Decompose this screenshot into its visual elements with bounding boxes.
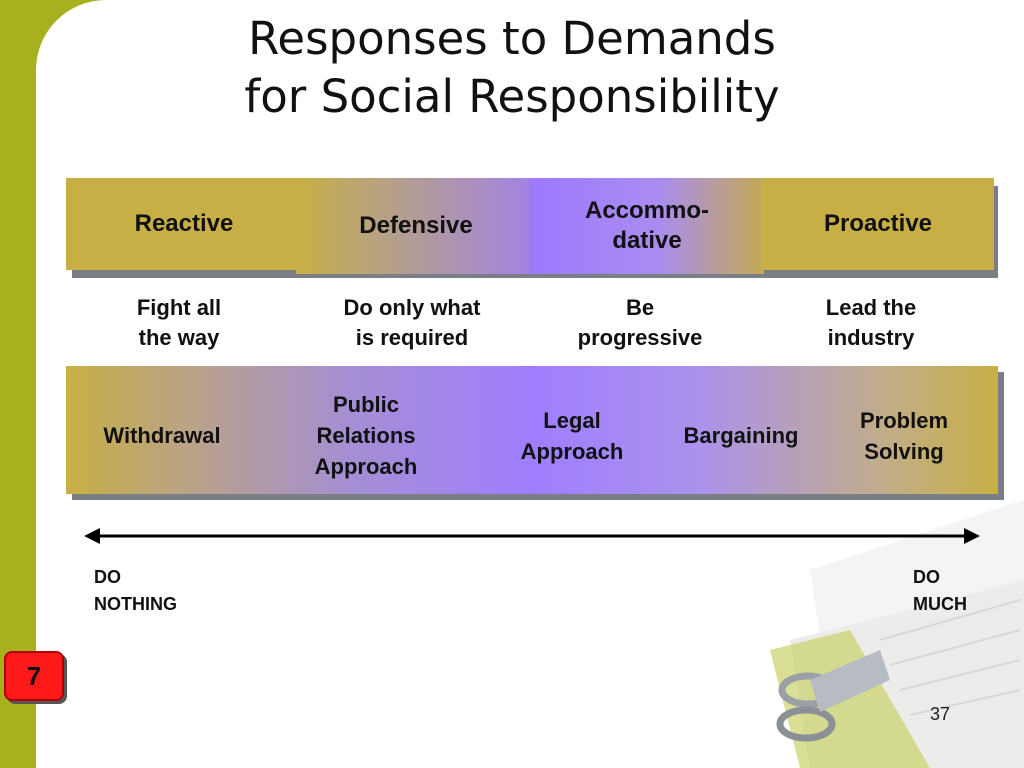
strategy-proactive: Proactive <box>762 178 994 270</box>
approach-legal: Legal Approach <box>502 405 642 467</box>
slide-title: Responses to Demands for Social Responsi… <box>0 10 1024 126</box>
approach-legal-line-1: Legal <box>543 408 601 433</box>
response-reactive-line-2: the way <box>138 325 220 350</box>
response-proactive-line-2: industry <box>827 325 915 350</box>
response-reactive-line-1: Fight all <box>136 295 222 320</box>
strategy-defensive: Defensive <box>296 178 536 274</box>
strategy-accommodative-line-2: dative <box>612 227 682 254</box>
title-line-1: Responses to Demands <box>248 12 776 65</box>
arrow-right-head-icon <box>964 528 980 544</box>
scale-right-line-2: MUCH <box>913 594 967 614</box>
strategy-proactive-label: Proactive <box>823 210 933 237</box>
strategy-defensive-label: Defensive <box>359 212 473 239</box>
scale-left-label: DO NOTHING <box>94 564 177 618</box>
approach-bargaining: Bargaining <box>666 420 816 451</box>
response-proactive: Lead the industry <box>771 293 971 353</box>
strategy-reactive-label: Reactive <box>134 210 234 237</box>
scale-right-line-1: DO <box>913 567 940 587</box>
strategy-accommodative: Accommo- dative <box>530 178 764 274</box>
response-reactive: Fight all the way <box>79 293 279 353</box>
scale-arrow <box>84 528 980 544</box>
response-accommodative-line-2: progressive <box>577 325 703 350</box>
arrow-left-head-icon <box>84 528 100 544</box>
approach-withdrawal: Withdrawal <box>82 420 242 451</box>
response-defensive-line-2: is required <box>355 325 469 350</box>
paper-clip-illustration <box>770 500 1024 768</box>
approach-problem-solving-line-1: Problem <box>859 408 949 433</box>
page-number: 37 <box>930 704 951 724</box>
strategy-reactive: Reactive <box>66 178 302 270</box>
approach-bargaining-line-1: Bargaining <box>683 423 799 448</box>
approach-public-relations: Public Relations Approach <box>296 389 436 482</box>
scale-left-line-1: DO <box>94 567 121 587</box>
scale-right-label: DO MUCH <box>913 564 967 618</box>
title-line-2: for Social Responsibility <box>244 70 780 123</box>
strategy-bar: Reactive Defensive Accommo- dative Proac… <box>66 178 998 278</box>
response-defensive-line-1: Do only what <box>343 295 481 320</box>
chapter-badge-number: 7 <box>26 660 42 691</box>
approach-public-relations-line-2: Relations <box>316 423 416 448</box>
response-accommodative: Be progressive <box>540 293 740 353</box>
chapter-badge: 7 <box>4 651 64 701</box>
strategy-accommodative-line-1: Accommo- <box>584 197 710 224</box>
approach-bar <box>66 366 998 494</box>
approach-legal-line-2: Approach <box>520 439 624 464</box>
approach-problem-solving-line-2: Solving <box>864 439 944 464</box>
approach-public-relations-line-3: Approach <box>314 454 418 479</box>
approach-problem-solving: Problem Solving <box>840 405 968 467</box>
response-defensive: Do only what is required <box>312 293 512 353</box>
approach-withdrawal-line-1: Withdrawal <box>103 423 221 448</box>
response-accommodative-line-1: Be <box>625 295 655 320</box>
approach-public-relations-line-1: Public <box>332 392 399 417</box>
response-proactive-line-1: Lead the <box>825 295 917 320</box>
scale-left-line-2: NOTHING <box>94 594 177 614</box>
strategy-accommodative-label: Accommo- dative <box>585 196 709 256</box>
